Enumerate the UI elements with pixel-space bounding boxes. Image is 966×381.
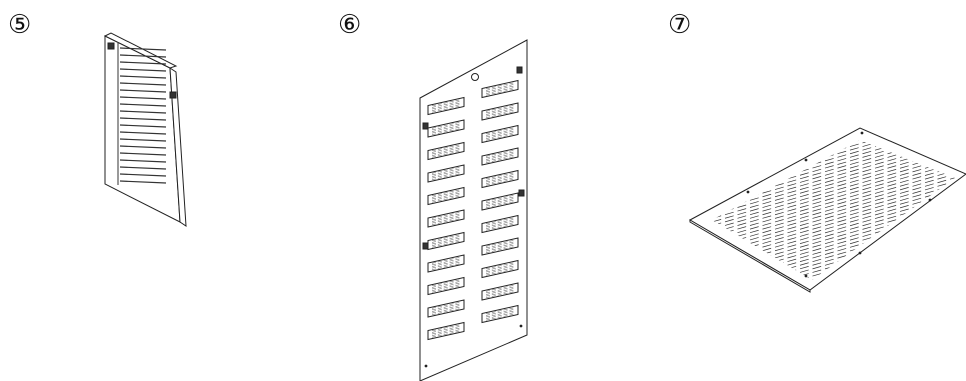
louver-slat [119,110,167,114]
louver-slat [119,152,167,156]
part-number-5: ⑤ [8,10,32,40]
louver-slat [119,61,167,65]
part-number-6: ⑥ [338,10,362,40]
louver-slat [119,159,167,163]
louver-slat [119,173,167,177]
louver-slat [119,138,167,142]
louver-slat [119,180,167,184]
part-number-7: ⑦ [668,10,692,40]
louver-slat [119,82,167,86]
louver-slat [119,75,167,79]
louver-slat [119,96,167,100]
louver-slat [119,124,167,128]
perforated-top-panel-icon [688,127,966,293]
perforated-rear-panel-icon [419,39,528,381]
louver-slat [119,68,167,72]
louver-slat [119,117,167,121]
louvered-side-panel-icon [103,32,187,227]
louver-slat [119,131,167,135]
louver-slat [119,89,167,93]
louver-slat [119,166,167,170]
louver-slat [119,103,167,107]
louver-slat [119,145,167,149]
louver-slat [119,47,167,51]
louver-slat [119,54,167,58]
